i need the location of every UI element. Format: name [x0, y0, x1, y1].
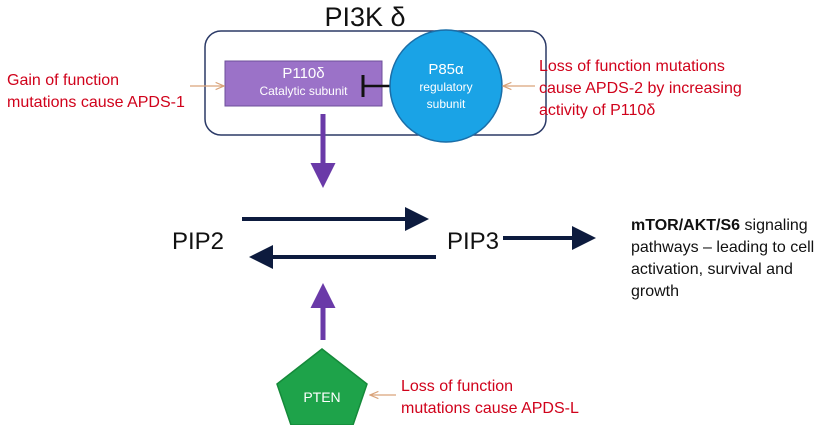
gain-note-line1: Gain of function [7, 72, 120, 89]
p110-sub: Catalytic subunit [259, 84, 348, 98]
pten-note-line2: mutations cause APDS-L [401, 400, 579, 417]
p110-box [224, 60, 383, 107]
pten-pentagon [276, 348, 368, 425]
gain-note: Gain of function mutations cause APDS-1 [7, 70, 185, 114]
signaling-bold: mTOR/AKT/S6 [631, 217, 741, 234]
pip2-label: PIP2 [172, 228, 225, 255]
p85-sub2: subunit [426, 97, 466, 111]
loss-p85-line2: cause APDS-2 by increasing [539, 80, 742, 97]
loss-p85-line1: Loss of function mutations [539, 58, 725, 75]
signaling-line2: pathways – leading to cell [631, 239, 815, 256]
signaling-line4: growth [631, 283, 680, 300]
p110-name: P110δ [282, 65, 325, 82]
signaling-rest1: signaling [740, 217, 808, 234]
p85-name: P85α [428, 61, 464, 78]
p110-label: P110δ Catalytic subunit [225, 64, 382, 100]
pten-note: Loss of function mutations cause APDS-L [401, 376, 579, 420]
gain-note-line2: mutations cause APDS-1 [7, 94, 185, 111]
pten-label: PTEN [303, 389, 341, 405]
signaling-line1: mTOR/AKT/S6 signaling [631, 215, 814, 237]
pten-note-line1: Loss of function [401, 378, 514, 395]
pi3k-complex-box [204, 30, 547, 136]
p85-label: P85α regulatory subunit [396, 60, 496, 113]
loss-p85-note: Loss of function mutations cause APDS-2 … [539, 56, 742, 122]
signaling-line3: activation, survival and [631, 261, 793, 278]
loss-p85-line3: activity of P110δ [539, 102, 656, 119]
signaling-text: mTOR/AKT/S6 signaling pathways – leading… [631, 215, 814, 303]
p85-sub1: regulatory [419, 80, 473, 94]
pip3-label: PIP3 [447, 228, 500, 255]
pi3k-title: PI3K δ [324, 2, 406, 32]
